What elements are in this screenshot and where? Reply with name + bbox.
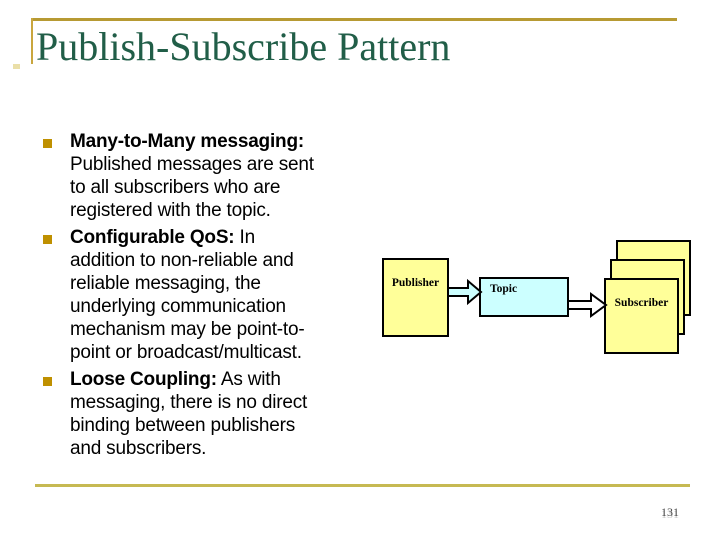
bullet-square-icon: [43, 235, 52, 244]
bullet-rest: In addition to non-reliable and reliable…: [70, 227, 305, 363]
bullet-square-icon: [43, 377, 52, 386]
publisher-label: Publisher: [391, 277, 440, 289]
top-rule-divider: [31, 18, 677, 21]
title-accent-line: [31, 18, 33, 64]
subscriber-label: Subscriber: [614, 297, 669, 309]
bullet-lead: Configurable QoS:: [70, 227, 235, 248]
topic-label: Topic: [490, 283, 518, 295]
publisher-box: Publisher: [382, 258, 449, 337]
topic-box: Topic: [479, 277, 569, 317]
bullet-rest: As with messaging, there is no direct bi…: [70, 369, 308, 459]
bullet-lead: Many-to-Many messaging:: [70, 131, 304, 152]
bottom-rule-divider: [35, 484, 690, 487]
right-arrow-icon: [447, 278, 483, 306]
page-number: 131: [661, 505, 679, 519]
bullet-list: Many-to-Many messaging: Published messag…: [43, 130, 383, 464]
bullet-lead: Loose Coupling:: [70, 369, 217, 390]
bullet-text: Loose Coupling: As with messaging, there…: [70, 368, 383, 460]
subscriber-box: Subscriber: [604, 278, 679, 354]
accent-dot: [13, 64, 20, 69]
list-item: Many-to-Many messaging: Published messag…: [43, 130, 383, 222]
list-item: Loose Coupling: As with messaging, there…: [43, 368, 383, 460]
bullet-square-icon: [43, 139, 52, 148]
page-title: Publish-Subscribe Pattern: [36, 24, 451, 69]
list-item: Configurable QoS: In addition to non-rel…: [43, 226, 383, 364]
bullet-text: Configurable QoS: In addition to non-rel…: [70, 226, 383, 364]
bullet-rest: Published messages are sent to all subsc…: [70, 154, 314, 221]
right-arrow-icon: [567, 292, 608, 318]
bullet-text: Many-to-Many messaging: Published messag…: [70, 130, 383, 222]
